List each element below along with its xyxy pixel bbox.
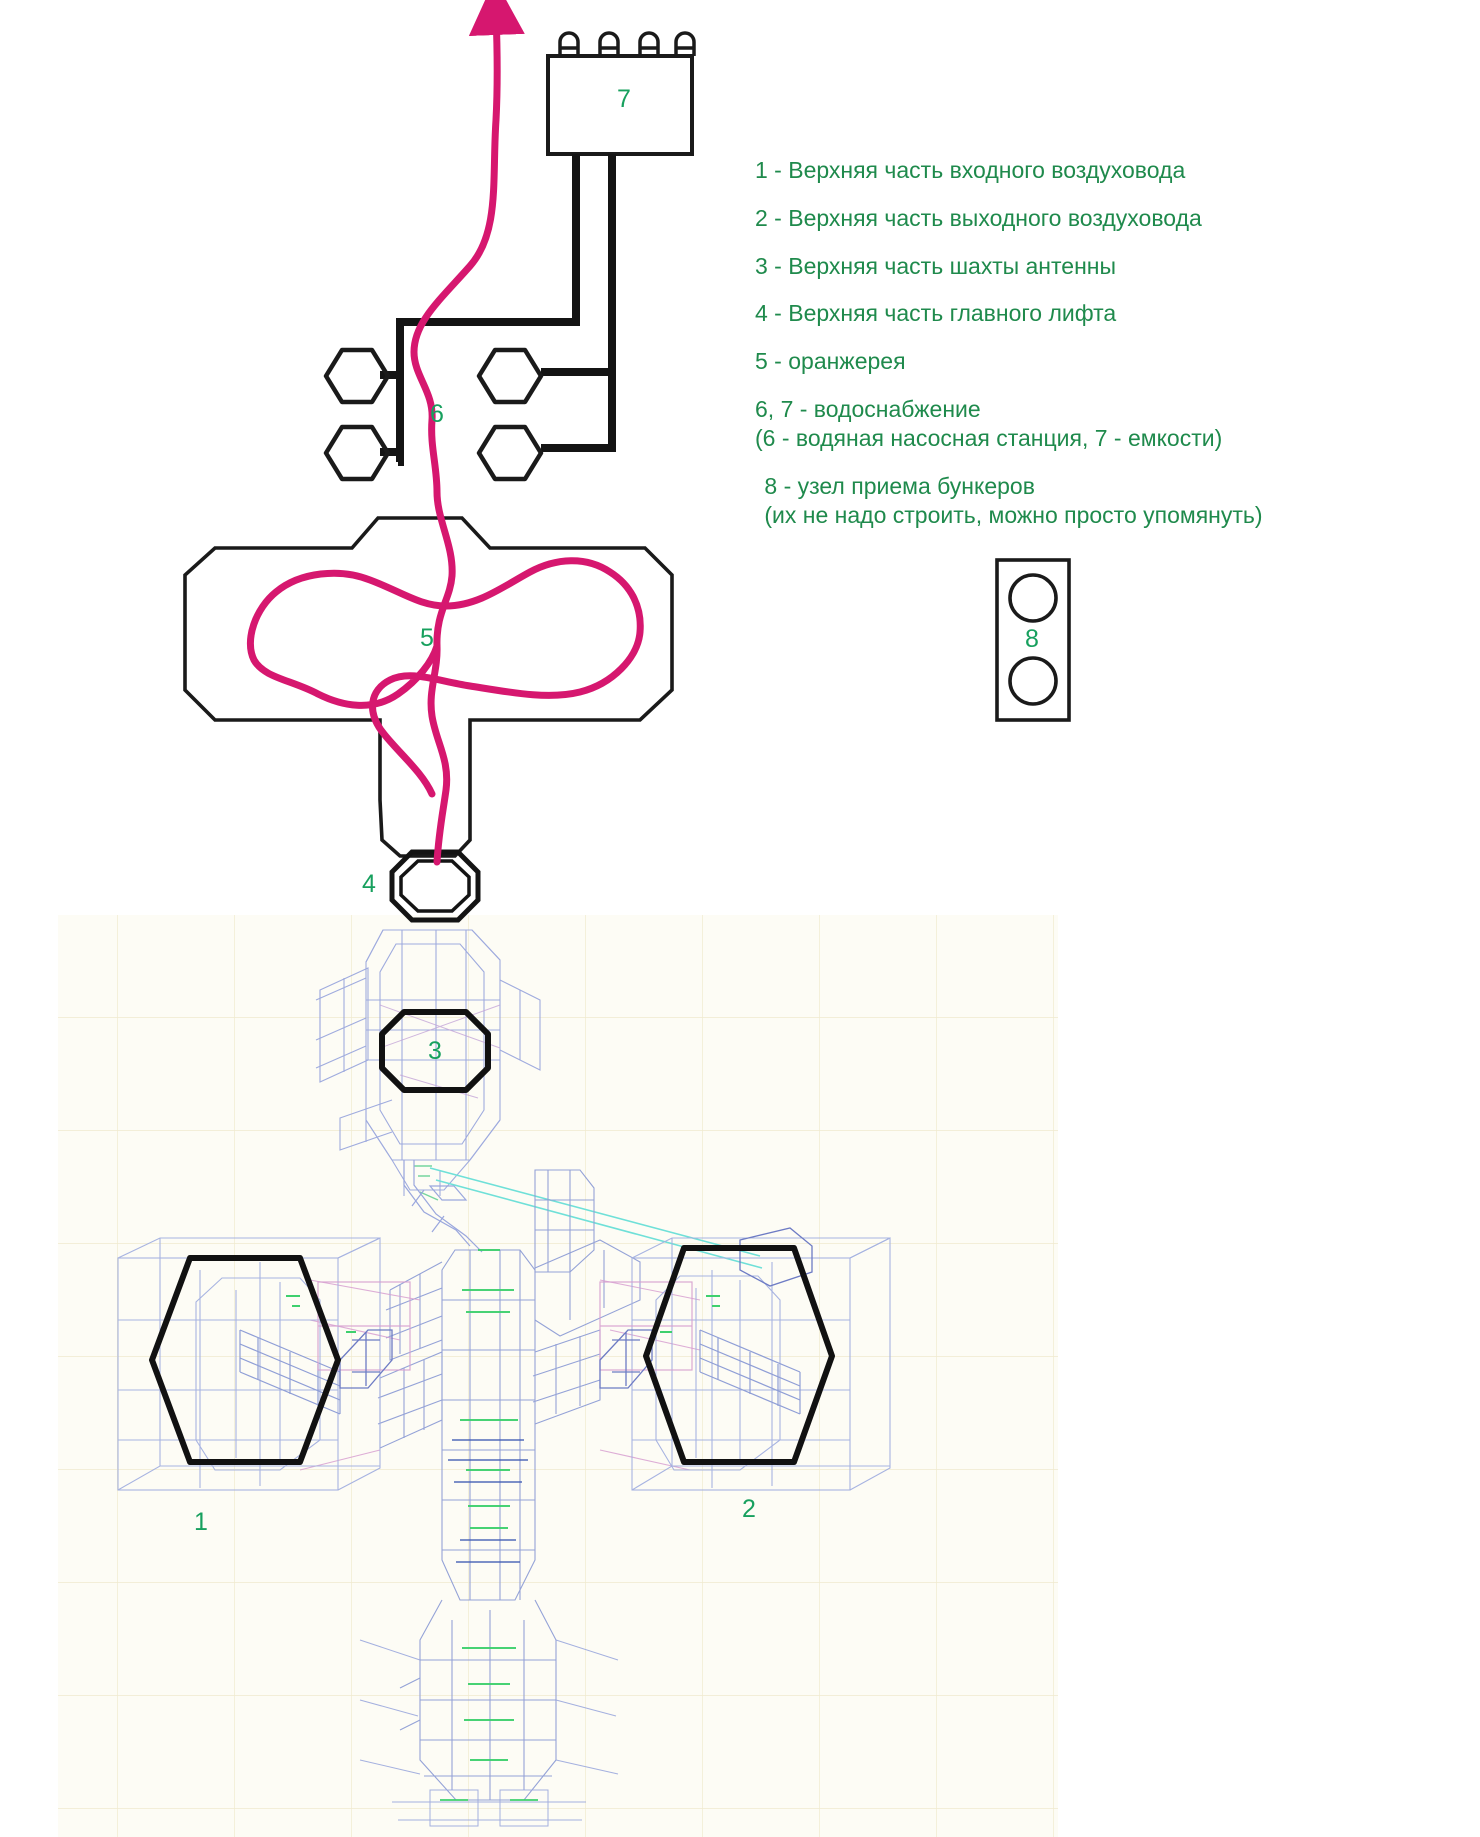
legend-item-8-detail: (их не надо строить, можно просто упомян… <box>758 501 1263 528</box>
legend-item-5: 5 - оранжерея <box>755 348 906 375</box>
label-greenhouse-5: 5 <box>420 624 434 652</box>
exhaust-duct-outline <box>643 1245 835 1465</box>
pump-hex-2 <box>323 424 391 482</box>
intake-duct-outline <box>149 1255 341 1465</box>
main-lift-outline <box>389 849 481 923</box>
label-bunker-8: 8 <box>1025 625 1039 653</box>
legend-item-2: 2 - Верхняя часть выходного воздуховода <box>755 204 1202 231</box>
legend-item-8: 8 - узел приема бункеров <box>758 472 1035 499</box>
legend: 1 - Верхняя часть входного воздуховода 2… <box>755 158 1455 550</box>
pump-hex-1 <box>323 347 391 405</box>
pipe-right-branch <box>541 372 616 452</box>
antenna-shaft-outline <box>379 1009 491 1093</box>
greenhouse-outline <box>183 516 674 858</box>
label-antenna-3: 3 <box>428 1037 442 1065</box>
label-intake-1: 1 <box>194 1508 208 1536</box>
pump-hex-4 <box>476 424 544 482</box>
bunker-node-outline <box>995 558 1071 722</box>
route-path <box>247 0 644 866</box>
legend-item-1: 1 - Верхняя часть входного воздуховода <box>755 157 1186 183</box>
pump-hex-3 <box>476 347 544 405</box>
tank-box-outline <box>546 54 694 156</box>
tank-valves <box>558 31 696 56</box>
legend-item-4: 4 - Верхняя часть главного лифта <box>755 300 1117 327</box>
legend-item-3: 3 - Верхняя часть шахты антенны <box>755 252 1117 279</box>
label-pump-6: 6 <box>430 400 444 428</box>
pipe-tank-left <box>396 154 580 466</box>
legend-item-67: 6, 7 - водоснабжение <box>755 396 981 423</box>
label-exhaust-2: 2 <box>742 1495 756 1523</box>
cad-render-backdrop <box>58 915 1058 1837</box>
label-tank-7: 7 <box>617 85 631 113</box>
legend-item-67-detail: (6 - водяная насосная станция, 7 - емкос… <box>755 424 1223 451</box>
label-lift-4: 4 <box>362 870 376 898</box>
